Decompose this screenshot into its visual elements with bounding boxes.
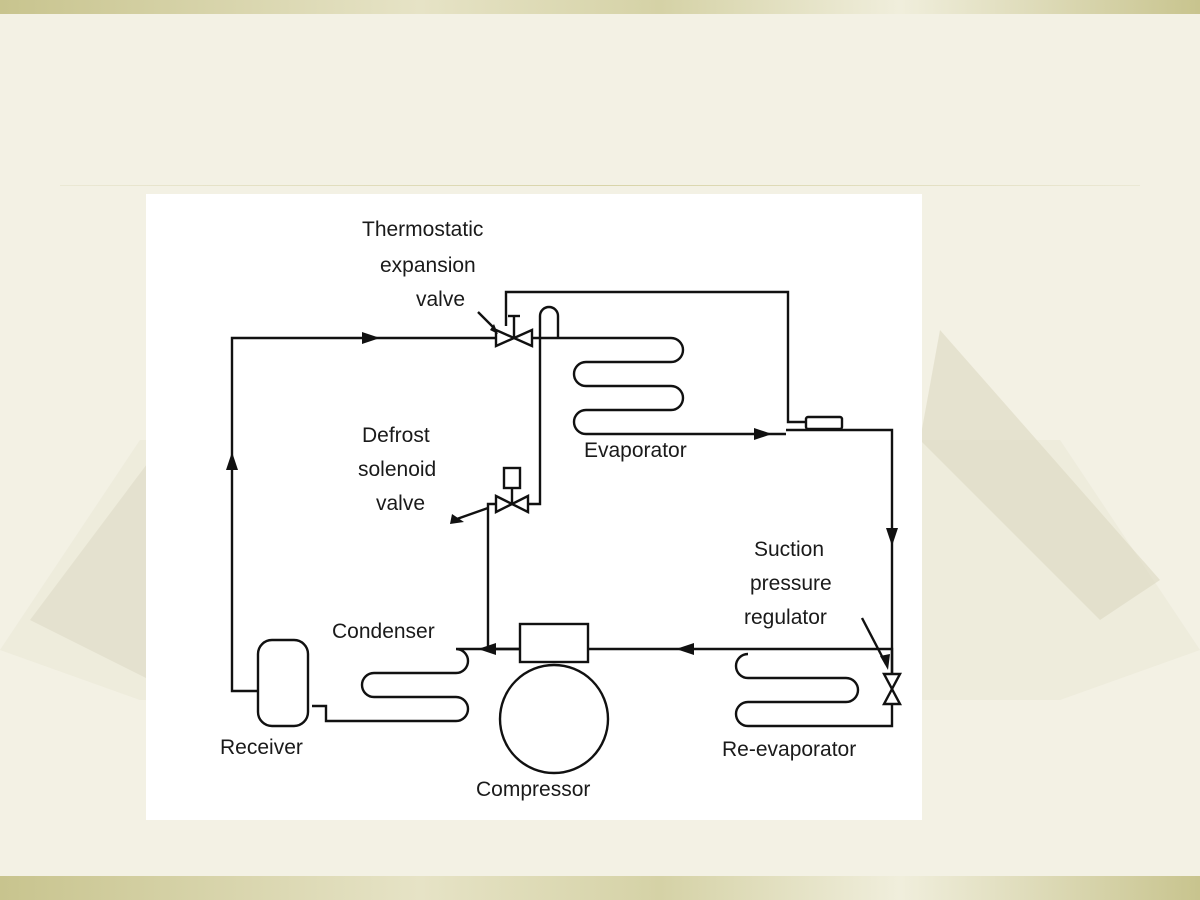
discharge-line — [312, 647, 520, 723]
suction-line — [786, 428, 894, 689]
expansion-valve-symbol — [494, 314, 534, 348]
evaporator-coil — [514, 336, 786, 436]
label-defrost-line1: Defrost — [362, 424, 430, 447]
label-defrost-line2: solenoid — [358, 458, 436, 481]
defrost-bypass-line — [528, 305, 560, 506]
flow-arrow-suction — [676, 643, 694, 655]
label-thermostatic-line2: expansion — [380, 254, 476, 277]
label-re-evaporator: Re-evaporator — [722, 738, 856, 761]
label-thermostatic-line3: valve — [416, 288, 465, 311]
label-suction-line2: pressure — [750, 572, 832, 595]
leader-expansion-valve — [477, 311, 495, 329]
leader-defrost-valve-head — [450, 514, 464, 524]
flow-arrow-left — [226, 452, 238, 470]
equalizer-line — [504, 290, 806, 424]
flow-arrow-condenser — [478, 643, 496, 655]
top-decorative-band — [0, 0, 1200, 14]
leader-suction-regulator-head — [880, 654, 890, 670]
label-compressor: Compressor — [476, 778, 590, 801]
title-divider — [60, 185, 1140, 186]
leader-defrost-valve — [453, 506, 489, 522]
label-receiver: Receiver — [220, 736, 303, 759]
bottom-decorative-band — [0, 876, 1200, 900]
diagram-canvas: Thermostatic expansion valve Defrost sol… — [220, 218, 902, 801]
re-evaporator-coil — [734, 652, 894, 728]
receiver-tank — [256, 638, 310, 728]
refrigeration-diagram: Thermostatic expansion valve Defrost sol… — [146, 194, 922, 820]
suction-regulator-symbol — [882, 672, 902, 706]
defrost-valve-symbol — [494, 466, 530, 514]
sensing-bulb — [804, 415, 844, 431]
flow-arrow-evaporator — [754, 428, 772, 440]
label-defrost-line3: valve — [376, 492, 425, 515]
label-suction-line3: regulator — [744, 606, 827, 629]
leader-expansion-valve-head — [490, 324, 498, 334]
compressor-body — [498, 663, 610, 775]
suction-return-line — [588, 647, 894, 674]
label-evaporator: Evaporator — [584, 439, 687, 462]
compressor-head — [518, 622, 590, 664]
flow-arrow-top — [362, 332, 380, 344]
hot-gas-line — [486, 502, 496, 649]
label-suction-line1: Suction — [754, 538, 824, 561]
label-thermostatic-line1: Thermostatic — [362, 218, 483, 241]
flow-arrow-right — [886, 528, 898, 546]
label-condenser: Condenser — [332, 620, 435, 643]
